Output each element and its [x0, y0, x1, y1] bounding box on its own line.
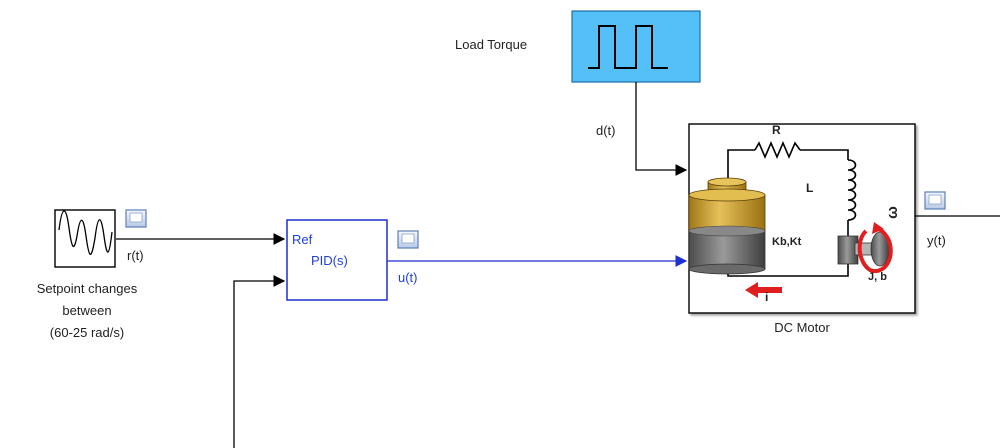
current-arrow-icon — [745, 282, 782, 298]
dc-motor-name: DC Motor — [774, 320, 830, 335]
scope-icon — [58, 210, 113, 255]
motor-constants-label: Kb,Kt — [772, 236, 802, 248]
viewer-icon[interactable] — [924, 191, 946, 210]
resistor-icon — [754, 140, 801, 160]
pulse-icon — [588, 25, 668, 69]
rotation-arrow-icon — [857, 226, 893, 274]
pid-controller-block[interactable] — [286, 219, 388, 301]
disturbance-signal-label: d(t) — [596, 123, 616, 138]
setpoint-signal-block[interactable] — [54, 209, 116, 268]
omega-label: ω — [883, 206, 901, 219]
reference-signal-label: r(t) — [127, 248, 144, 263]
inductor-icon — [847, 159, 857, 221]
setpoint-caption-line2: between — [62, 303, 112, 318]
control-signal-label: u(t) — [398, 270, 418, 285]
dc-motor-block[interactable] — [688, 123, 916, 314]
motor-icon — [688, 177, 766, 275]
load-torque-label: Load Torque — [455, 37, 528, 52]
setpoint-caption-line1: Setpoint changes — [36, 281, 138, 296]
viewer-icon[interactable] — [397, 230, 419, 249]
resistor-label: R — [772, 123, 781, 137]
feedback-line — [233, 275, 286, 448]
inductor-label: L — [806, 181, 814, 195]
signal-line-d — [635, 82, 688, 176]
output-signal-label: y(t) — [927, 233, 946, 248]
viewer-icon[interactable] — [125, 209, 147, 228]
setpoint-caption-line3: (60-25 rad/s) — [49, 325, 125, 340]
load-torque-block[interactable] — [571, 10, 701, 83]
inertia-label: J, b — [868, 271, 887, 283]
pid-ref-port-label: Ref — [292, 232, 313, 247]
current-label: i — [765, 290, 769, 304]
shaft-icon — [837, 231, 890, 267]
pid-block-title: PID(s) — [311, 253, 348, 268]
